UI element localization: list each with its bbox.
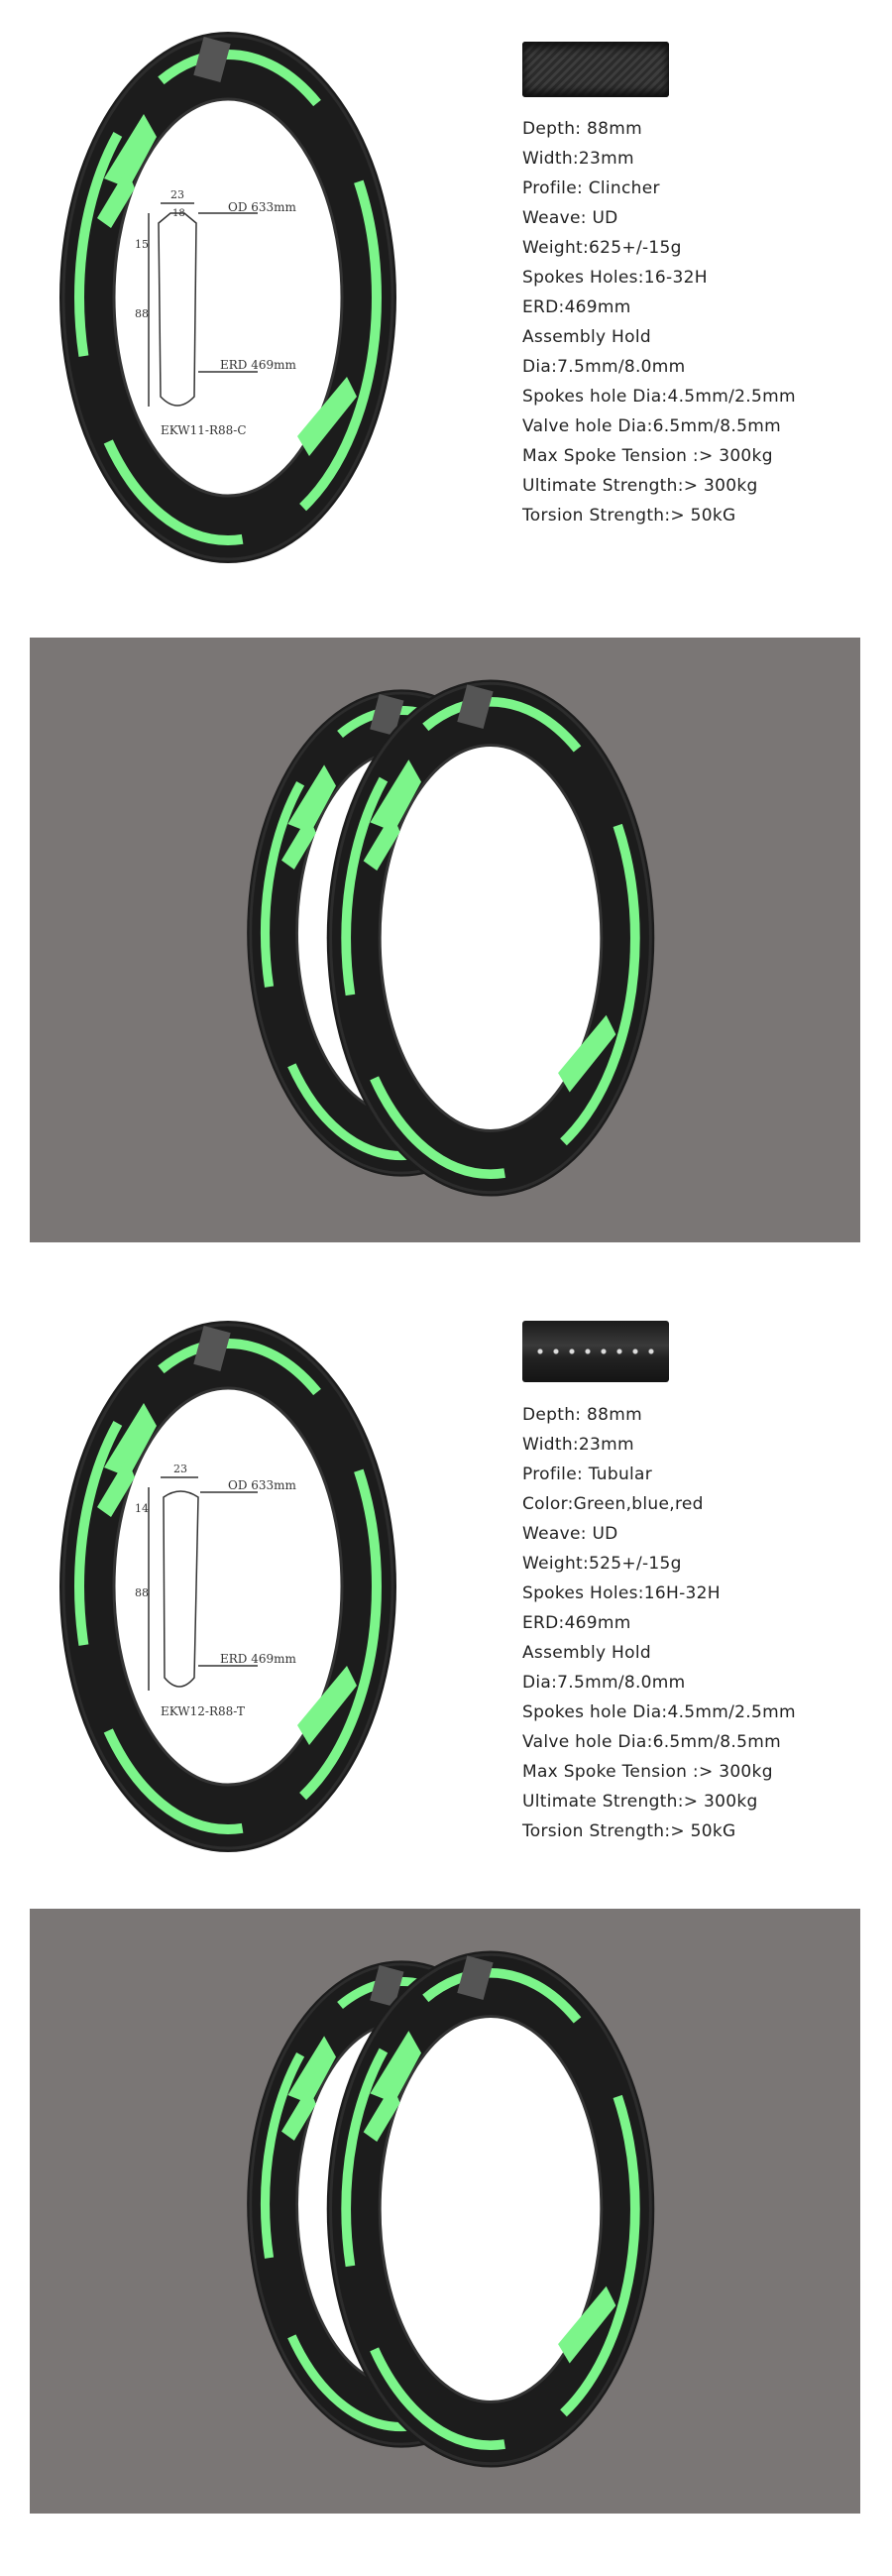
spec-item: Dia:7.5mm/8.0mm — [522, 1673, 686, 1693]
spec-item: Depth: 88mm — [522, 119, 642, 139]
rim-2-diagram: 23 14 88 OD 633mm ERD 469mm EKW12-R88-T — [40, 1309, 416, 1864]
spec-item: Torsion Strength:> 50kG — [522, 1821, 736, 1841]
diagram-inner-width-label: 18 — [172, 208, 185, 219]
model-code: EKW11-R88-C — [161, 423, 247, 437]
spec-item: Width:23mm — [522, 149, 634, 169]
model-code: EKW12-R88-T — [161, 1704, 245, 1718]
spec-item: Valve hole Dia:6.5mm/8.5mm — [522, 416, 781, 436]
spec-item: Weave: UD — [522, 208, 618, 228]
spec-item: Profile: Clincher — [522, 178, 660, 198]
spec-item: Spokes hole Dia:4.5mm/2.5mm — [522, 387, 796, 407]
spec-item: Assembly Hold — [522, 327, 651, 347]
profile-drawing — [148, 202, 258, 407]
carbon-rim-strip-image — [522, 42, 669, 97]
diagram-depth-label: 88 — [135, 1586, 149, 1599]
diagram-od-label: OD 633mm — [228, 1478, 297, 1492]
spec-item: Max Spoke Tension :> 300kg — [522, 1762, 773, 1782]
spec-item: Weight:525+/-15g — [522, 1554, 682, 1574]
diagram-erd-label: ERD 469mm — [220, 358, 297, 372]
product-1-section: 23 18 15 88 OD 633mm ERD 469mm EKW11-R88… — [0, 0, 892, 615]
rim-pair-image — [238, 1917, 674, 2512]
spec-list-2: Depth: 88mm Width:23mm Profile: Tubular … — [522, 1400, 796, 1846]
product-2-section: 23 14 88 OD 633mm ERD 469mm EKW12-R88-T … — [0, 1289, 892, 1884]
rim-1-diagram: 23 18 15 88 OD 633mm ERD 469mm EKW11-R88… — [40, 20, 416, 575]
product-photo-2 — [30, 1909, 860, 2514]
spec-item: Valve hole Dia:6.5mm/8.5mm — [522, 1732, 781, 1752]
spec-item: Width:23mm — [522, 1435, 634, 1455]
diagram-depth-label: 88 — [135, 307, 149, 320]
diagram-width-label: 23 — [173, 1463, 187, 1475]
spec-item: Torsion Strength:> 50kG — [522, 506, 736, 526]
diagram-od-label: OD 633mm — [228, 200, 297, 214]
spec-item: Ultimate Strength:> 300kg — [522, 476, 758, 496]
spec-item: Spokes hole Dia:4.5mm/2.5mm — [522, 1702, 796, 1722]
diagram-hook-label: 14 — [135, 1502, 149, 1515]
diagram-hook-label: 15 — [135, 238, 149, 251]
tubular-rim-strip-image — [522, 1321, 669, 1382]
spec-list-1: Depth: 88mm Width:23mm Profile: Clincher… — [522, 114, 796, 530]
spec-item: Weight:625+/-15g — [522, 238, 682, 258]
profile-drawing — [148, 1476, 258, 1691]
spec-item: Spokes Holes:16-32H — [522, 268, 708, 288]
diagram-width-label: 23 — [170, 188, 184, 201]
spec-item: Ultimate Strength:> 300kg — [522, 1792, 758, 1812]
product-photo-1 — [30, 638, 860, 1242]
diagram-erd-label: ERD 469mm — [220, 1652, 297, 1666]
spec-item: ERD:469mm — [522, 1613, 631, 1633]
spec-item: Dia:7.5mm/8.0mm — [522, 357, 686, 377]
spec-item: Max Spoke Tension :> 300kg — [522, 446, 773, 466]
spec-item: Profile: Tubular — [522, 1464, 653, 1484]
spec-item: ERD:469mm — [522, 297, 631, 317]
rim-pair-image — [238, 645, 674, 1240]
spec-item: Depth: 88mm — [522, 1405, 642, 1425]
spec-item: Assembly Hold — [522, 1643, 651, 1663]
spec-item: Color:Green,blue,red — [522, 1494, 704, 1514]
spec-item: Weave: UD — [522, 1524, 618, 1544]
spec-item: Spokes Holes:16H-32H — [522, 1583, 721, 1603]
